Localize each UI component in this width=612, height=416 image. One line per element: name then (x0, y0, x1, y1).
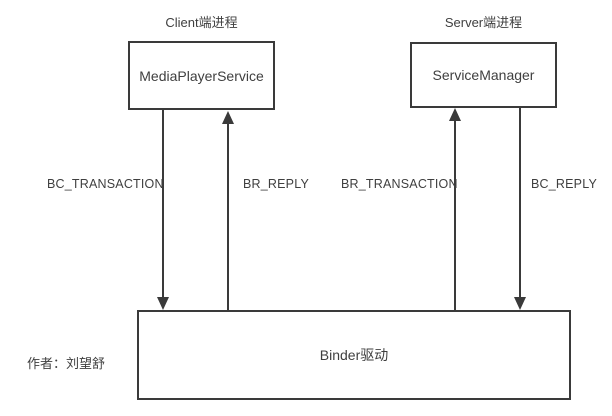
br-transaction-line (454, 120, 456, 310)
bc-reply-label: BC_REPLY (531, 177, 597, 191)
bc-reply-line (519, 107, 521, 299)
bc-transaction-label: BC_TRANSACTION (47, 177, 164, 191)
arrow-up-icon (222, 111, 234, 124)
arrow-up-icon (449, 108, 461, 121)
server-process-title: Server端进程 (444, 15, 523, 30)
arrow-down-icon (157, 297, 169, 310)
author-text: 作者：刘望舒 (27, 356, 106, 371)
binder-driver-box: Binder驱动 (137, 310, 571, 400)
arrow-down-icon (514, 297, 526, 310)
service-manager-box: ServiceManager (410, 42, 557, 108)
media-player-service-label: MediaPlayerService (139, 67, 264, 84)
br-transaction-label: BR_TRANSACTION (341, 177, 458, 191)
binder-driver-label: Binder驱动 (319, 347, 389, 363)
media-player-service-box: MediaPlayerService (128, 41, 275, 110)
br-reply-label: BR_REPLY (243, 177, 309, 191)
service-manager-label: ServiceManager (432, 67, 535, 83)
br-reply-line (227, 123, 229, 310)
bc-transaction-line (162, 110, 164, 299)
client-process-title: Client端进程 (165, 15, 238, 30)
